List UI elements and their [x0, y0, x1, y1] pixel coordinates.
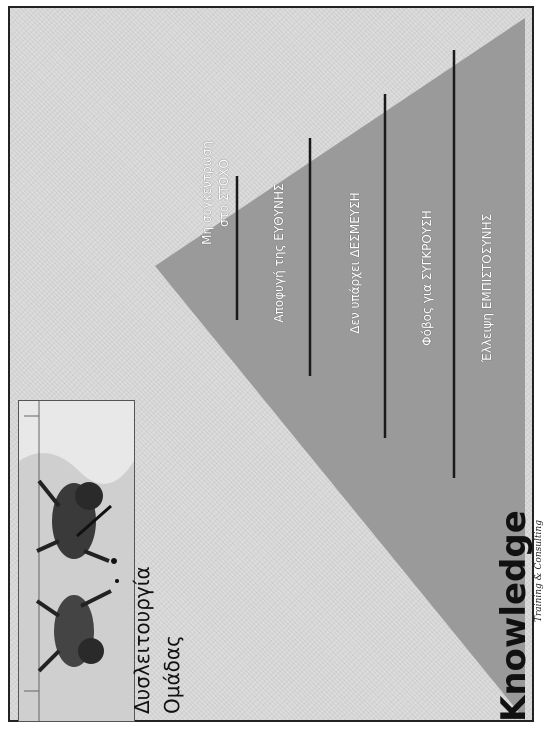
logo-tagline: Training & Consulting — [534, 520, 544, 622]
slide-title-line2: Ομάδας — [160, 454, 184, 714]
pyramid-level-1-line1: Μη συγκέντρωση — [200, 88, 214, 298]
slide: Μη συγκέντρωση στο ΣΤΟΧΟ Αποφυγή της ΕΥΘ… — [8, 6, 534, 722]
pyramid-level-1-line2: στο ΣΤΟΧΟ — [217, 88, 231, 298]
pyramid-level-3-label: Δεν υπάρχει ΔΕΣΜΕΥΣΗ — [348, 118, 362, 408]
pyramid-level-2-label: Αποφυγή της ΕΥΘΥΝΗΣ — [272, 128, 286, 378]
pyramid-diagram — [10, 8, 532, 720]
pyramid-level-4-label: Φόβος για ΣΥΓΚΡΟΥΣΗ — [420, 118, 434, 438]
logo-text: Knowledge — [494, 510, 534, 722]
pyramid-level-5-label: Έλλειψη ΕΜΠΙΣΤΟΣΥΝΗΣ — [480, 98, 494, 478]
slide-title-line1: Δυσλειτουργία — [130, 454, 154, 714]
